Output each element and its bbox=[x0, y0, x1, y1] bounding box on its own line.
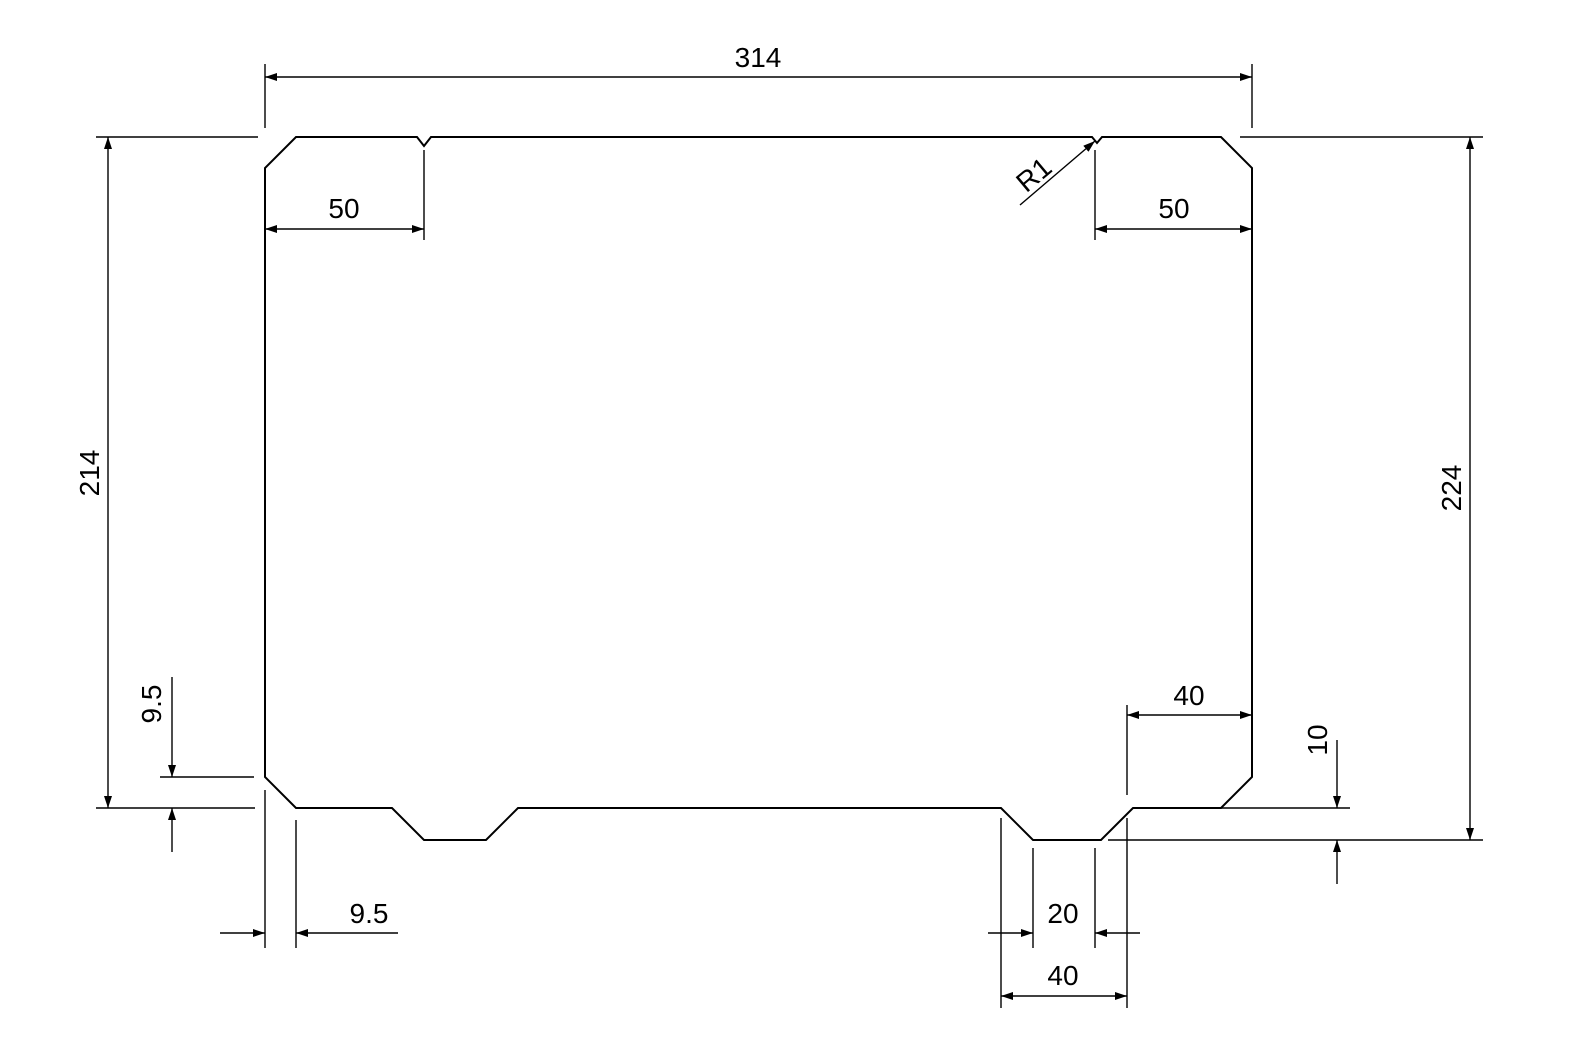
radius-leader bbox=[1019, 140, 1096, 206]
label-top-right-offset: 50 bbox=[1158, 193, 1189, 224]
label-notch-top-width: 40 bbox=[1047, 960, 1078, 991]
label-chamfer-horizontal: 9.5 bbox=[350, 898, 389, 929]
dimension-labels: 314 214 224 50 50 R1 40 10 9.5 9.5 20 40 bbox=[74, 42, 1467, 991]
label-overall-width: 314 bbox=[735, 42, 782, 73]
extension-lines bbox=[96, 64, 1483, 1008]
dimension-lines bbox=[104, 73, 1474, 1000]
label-bottom-right-edge: 40 bbox=[1173, 680, 1204, 711]
label-notch-depth: 10 bbox=[1302, 724, 1333, 755]
label-notch-bottom-width: 20 bbox=[1047, 898, 1078, 929]
label-top-left-offset: 50 bbox=[328, 193, 359, 224]
label-left-height: 214 bbox=[74, 450, 105, 497]
part-outline bbox=[264, 136, 1253, 841]
label-notch-radius: R1 bbox=[1010, 151, 1057, 198]
label-chamfer-vertical: 9.5 bbox=[136, 685, 167, 724]
label-right-height: 224 bbox=[1436, 465, 1467, 512]
